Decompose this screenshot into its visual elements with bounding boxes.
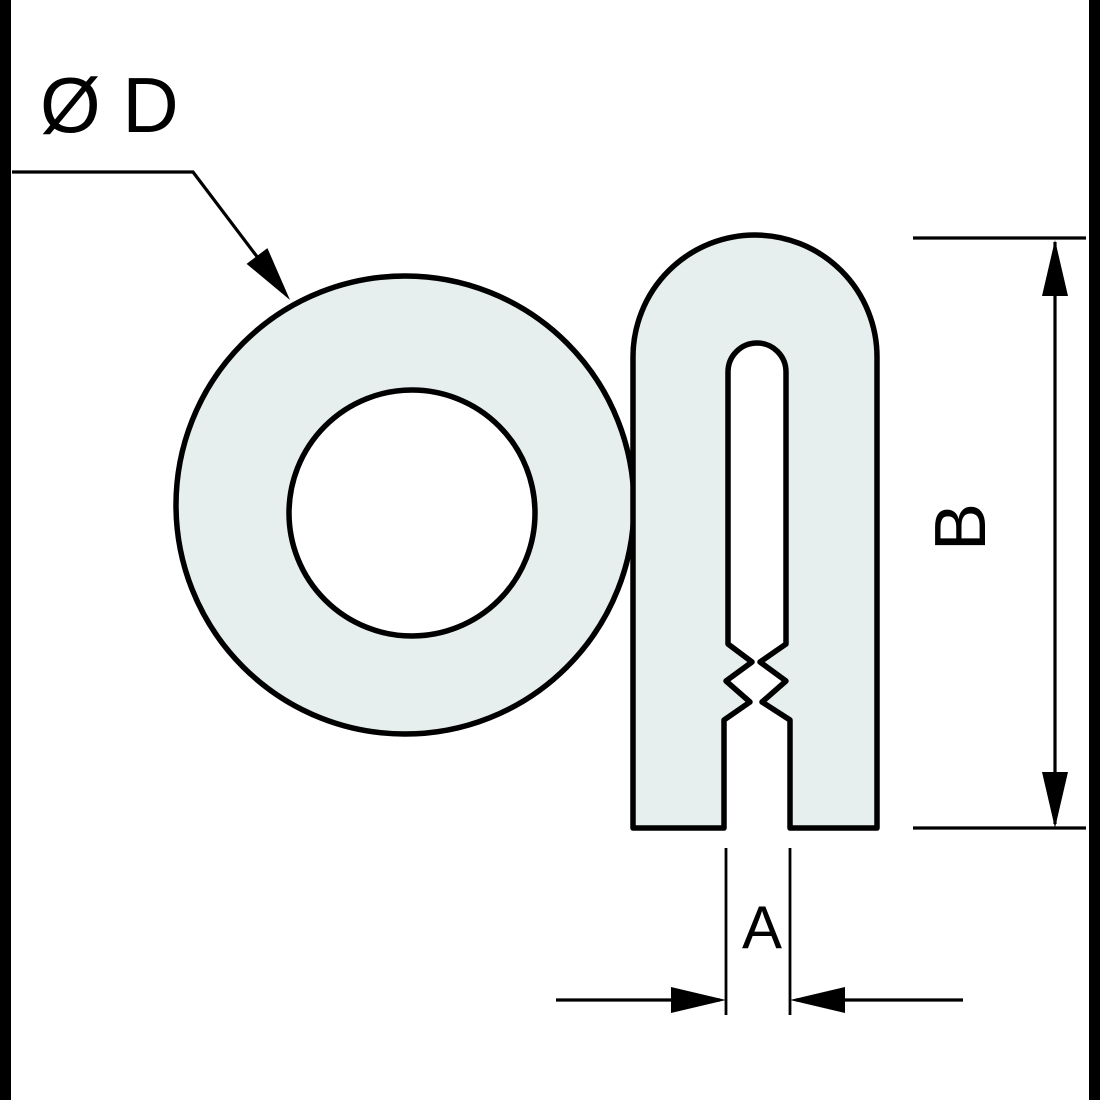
width-arrow-left <box>790 987 845 1013</box>
height-label: B <box>921 503 1001 551</box>
diameter-leader-arrow <box>246 248 290 300</box>
width-arrow-right <box>671 987 726 1013</box>
right-border-bar <box>1089 0 1100 1100</box>
edge-protector-profile <box>630 232 880 831</box>
height-arrow-up <box>1042 240 1068 296</box>
width-label: A <box>742 894 782 961</box>
height-arrow-down <box>1042 772 1068 828</box>
diameter-label: Ø D <box>40 61 179 149</box>
left-border-bar <box>0 0 11 1100</box>
ring-inner-hole <box>286 387 538 639</box>
diameter-leader-line <box>12 170 285 292</box>
